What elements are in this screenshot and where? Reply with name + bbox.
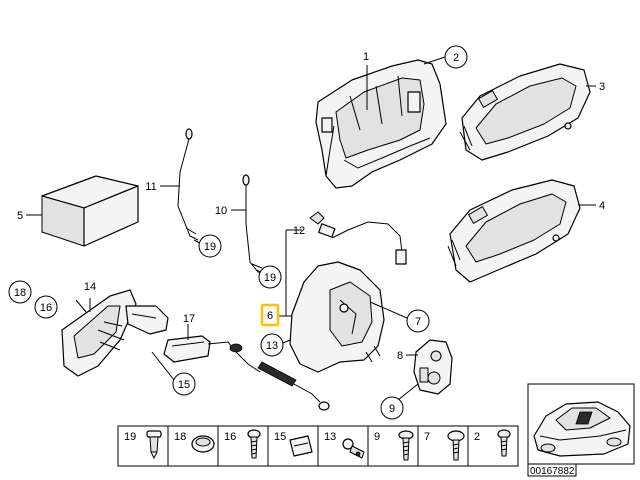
callout-19-b[interactable]: 19 <box>258 265 282 289</box>
svg-text:13: 13 <box>324 431 336 443</box>
svg-text:19: 19 <box>264 272 276 284</box>
svg-text:15: 15 <box>178 379 190 391</box>
cap-17-part <box>163 335 211 363</box>
svg-text:13: 13 <box>266 340 278 352</box>
callout-11[interactable]: 11 <box>145 181 156 193</box>
svg-text:9: 9 <box>374 431 380 443</box>
svg-text:9: 9 <box>389 403 395 415</box>
svg-text:16: 16 <box>224 431 236 443</box>
rod-11-part <box>177 128 199 241</box>
cover-panel-14-part <box>61 289 137 377</box>
svg-text:2: 2 <box>474 431 480 443</box>
svg-text:18: 18 <box>14 287 26 299</box>
callout-12[interactable]: 12 <box>293 225 305 237</box>
callout-5[interactable]: 5 <box>17 210 23 222</box>
svg-text:7: 7 <box>424 431 430 443</box>
torx-bolt-icon <box>447 430 465 461</box>
strip-cell-9[interactable]: 9 <box>367 425 419 467</box>
strip-cell-13[interactable]: 13 <box>317 425 369 467</box>
callout-17[interactable]: 17 <box>183 313 195 325</box>
callout-1[interactable]: 1 <box>363 51 369 63</box>
svg-text:8: 8 <box>397 350 403 362</box>
car-silhouette-icon <box>533 401 631 457</box>
svg-text:5: 5 <box>17 210 23 222</box>
callout-4[interactable]: 4 <box>599 200 605 212</box>
striker-bracket-part <box>413 339 453 395</box>
svg-text:12: 12 <box>293 225 305 237</box>
svg-text:17: 17 <box>183 313 195 325</box>
callout-16[interactable]: 16 <box>34 295 58 319</box>
callout-8[interactable]: 8 <box>397 350 403 362</box>
strip-cell-2[interactable]: 2 <box>467 425 519 467</box>
svg-text:3: 3 <box>599 81 605 93</box>
callout-3[interactable]: 3 <box>599 81 605 93</box>
svg-text:6: 6 <box>267 310 273 322</box>
bowden-cable-part <box>207 341 330 411</box>
callout-18[interactable]: 18 <box>8 280 32 304</box>
svg-text:2: 2 <box>453 52 459 64</box>
spring-nut-icon <box>289 435 313 457</box>
svg-text:11: 11 <box>145 181 156 193</box>
screw-icon <box>247 429 261 459</box>
strip-cell-19[interactable]: 19 <box>117 425 169 467</box>
screw-icon <box>398 430 414 461</box>
strip-cell-7[interactable]: 7 <box>417 425 469 467</box>
svg-text:15: 15 <box>274 431 286 443</box>
callout-19[interactable]: 19 <box>198 234 222 258</box>
svg-text:10: 10 <box>215 205 227 217</box>
screw-icon <box>497 429 511 457</box>
inner-handle-part <box>125 305 169 335</box>
strip-cell-18[interactable]: 18 <box>167 425 219 467</box>
callout-13[interactable]: 13 <box>260 333 284 357</box>
svg-text:7: 7 <box>415 316 421 328</box>
round-cap-icon <box>191 435 215 453</box>
ball-pin-icon <box>342 438 365 459</box>
box-part <box>41 175 139 247</box>
callout-14[interactable]: 14 <box>84 281 96 293</box>
callout-9[interactable]: 9 <box>380 396 404 420</box>
strip-cell-16[interactable]: 16 <box>217 425 269 467</box>
svg-text:19: 19 <box>124 431 136 443</box>
callout-15[interactable]: 15 <box>172 372 196 396</box>
cable-12-part <box>309 211 407 265</box>
svg-text:14: 14 <box>84 281 96 293</box>
callout-7[interactable]: 7 <box>406 309 430 333</box>
callout-10[interactable]: 10 <box>215 205 227 217</box>
svg-text:19: 19 <box>204 241 216 253</box>
outer-door-handle-alt-part <box>447 179 581 283</box>
svg-text:16: 16 <box>40 302 52 314</box>
svg-text:1: 1 <box>363 51 369 63</box>
callout-2[interactable]: 2 <box>444 45 468 69</box>
diagram-code-label: 00167882 <box>527 463 577 477</box>
push-rivet-icon <box>146 430 162 460</box>
rod-10-part <box>242 174 265 275</box>
handle-carrier-part <box>315 59 447 189</box>
outer-door-handle-part <box>459 63 591 161</box>
svg-text:00167882: 00167882 <box>530 466 575 477</box>
callout-6[interactable]: 6 <box>260 303 280 327</box>
svg-text:18: 18 <box>174 431 186 443</box>
svg-text:4: 4 <box>599 200 605 212</box>
strip-cell-15[interactable]: 15 <box>267 425 319 467</box>
vehicle-thumbnail <box>527 383 635 465</box>
door-lock-part <box>289 261 385 373</box>
hardware-strip: 19 18 16 15 <box>117 425 519 467</box>
